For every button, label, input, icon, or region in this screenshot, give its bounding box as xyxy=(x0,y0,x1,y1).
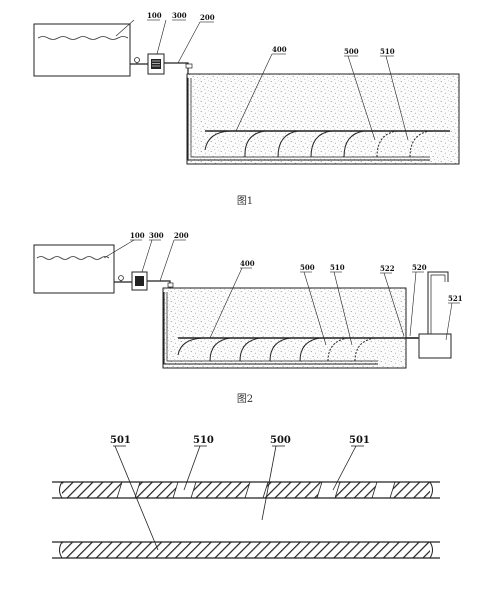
water-tank xyxy=(33,23,131,77)
label-200: 200 xyxy=(200,13,215,22)
label-200: 200 xyxy=(174,231,189,240)
valve-icon xyxy=(118,275,124,281)
water-surface xyxy=(37,36,129,40)
label-510: 510 xyxy=(380,47,395,56)
valve-icon xyxy=(134,57,140,63)
label-100: 100 xyxy=(147,11,162,20)
label-501-b: 501 xyxy=(349,435,370,446)
label-100: 100 xyxy=(130,231,145,240)
water-surface xyxy=(36,256,110,260)
label-510: 510 xyxy=(330,263,345,272)
label-300: 300 xyxy=(172,11,187,20)
wall-holes xyxy=(116,481,396,499)
figure-1: 100 300 200 400 500 510 图1 xyxy=(33,11,460,207)
tube-wall-bottom xyxy=(62,542,430,558)
label-510: 510 xyxy=(193,435,214,446)
emitter-arcs xyxy=(177,337,376,362)
supply-pipe xyxy=(164,62,189,78)
label-501-a: 501 xyxy=(110,435,131,446)
water-tank xyxy=(33,244,115,294)
label-500: 500 xyxy=(270,435,291,446)
label-521: 521 xyxy=(448,294,463,303)
collector-box xyxy=(418,333,452,359)
label-400: 400 xyxy=(240,259,255,268)
collector-riser xyxy=(427,271,449,334)
label-500: 500 xyxy=(344,47,359,56)
soil-bed xyxy=(162,287,407,369)
figure-1-caption: 图1 xyxy=(237,195,253,207)
emitter-arcs xyxy=(204,130,431,158)
label-520: 520 xyxy=(412,263,427,272)
label-300: 300 xyxy=(149,231,164,240)
figure-2: 100 300 200 400 500 510 522 520 521 图2 xyxy=(33,231,463,405)
label-522: 522 xyxy=(380,264,395,273)
soil-bed xyxy=(186,73,460,165)
figure-3-section: 501 510 500 501 xyxy=(52,435,440,559)
label-500: 500 xyxy=(300,263,315,272)
figure-2-caption: 图2 xyxy=(237,393,253,405)
label-400: 400 xyxy=(272,45,287,54)
